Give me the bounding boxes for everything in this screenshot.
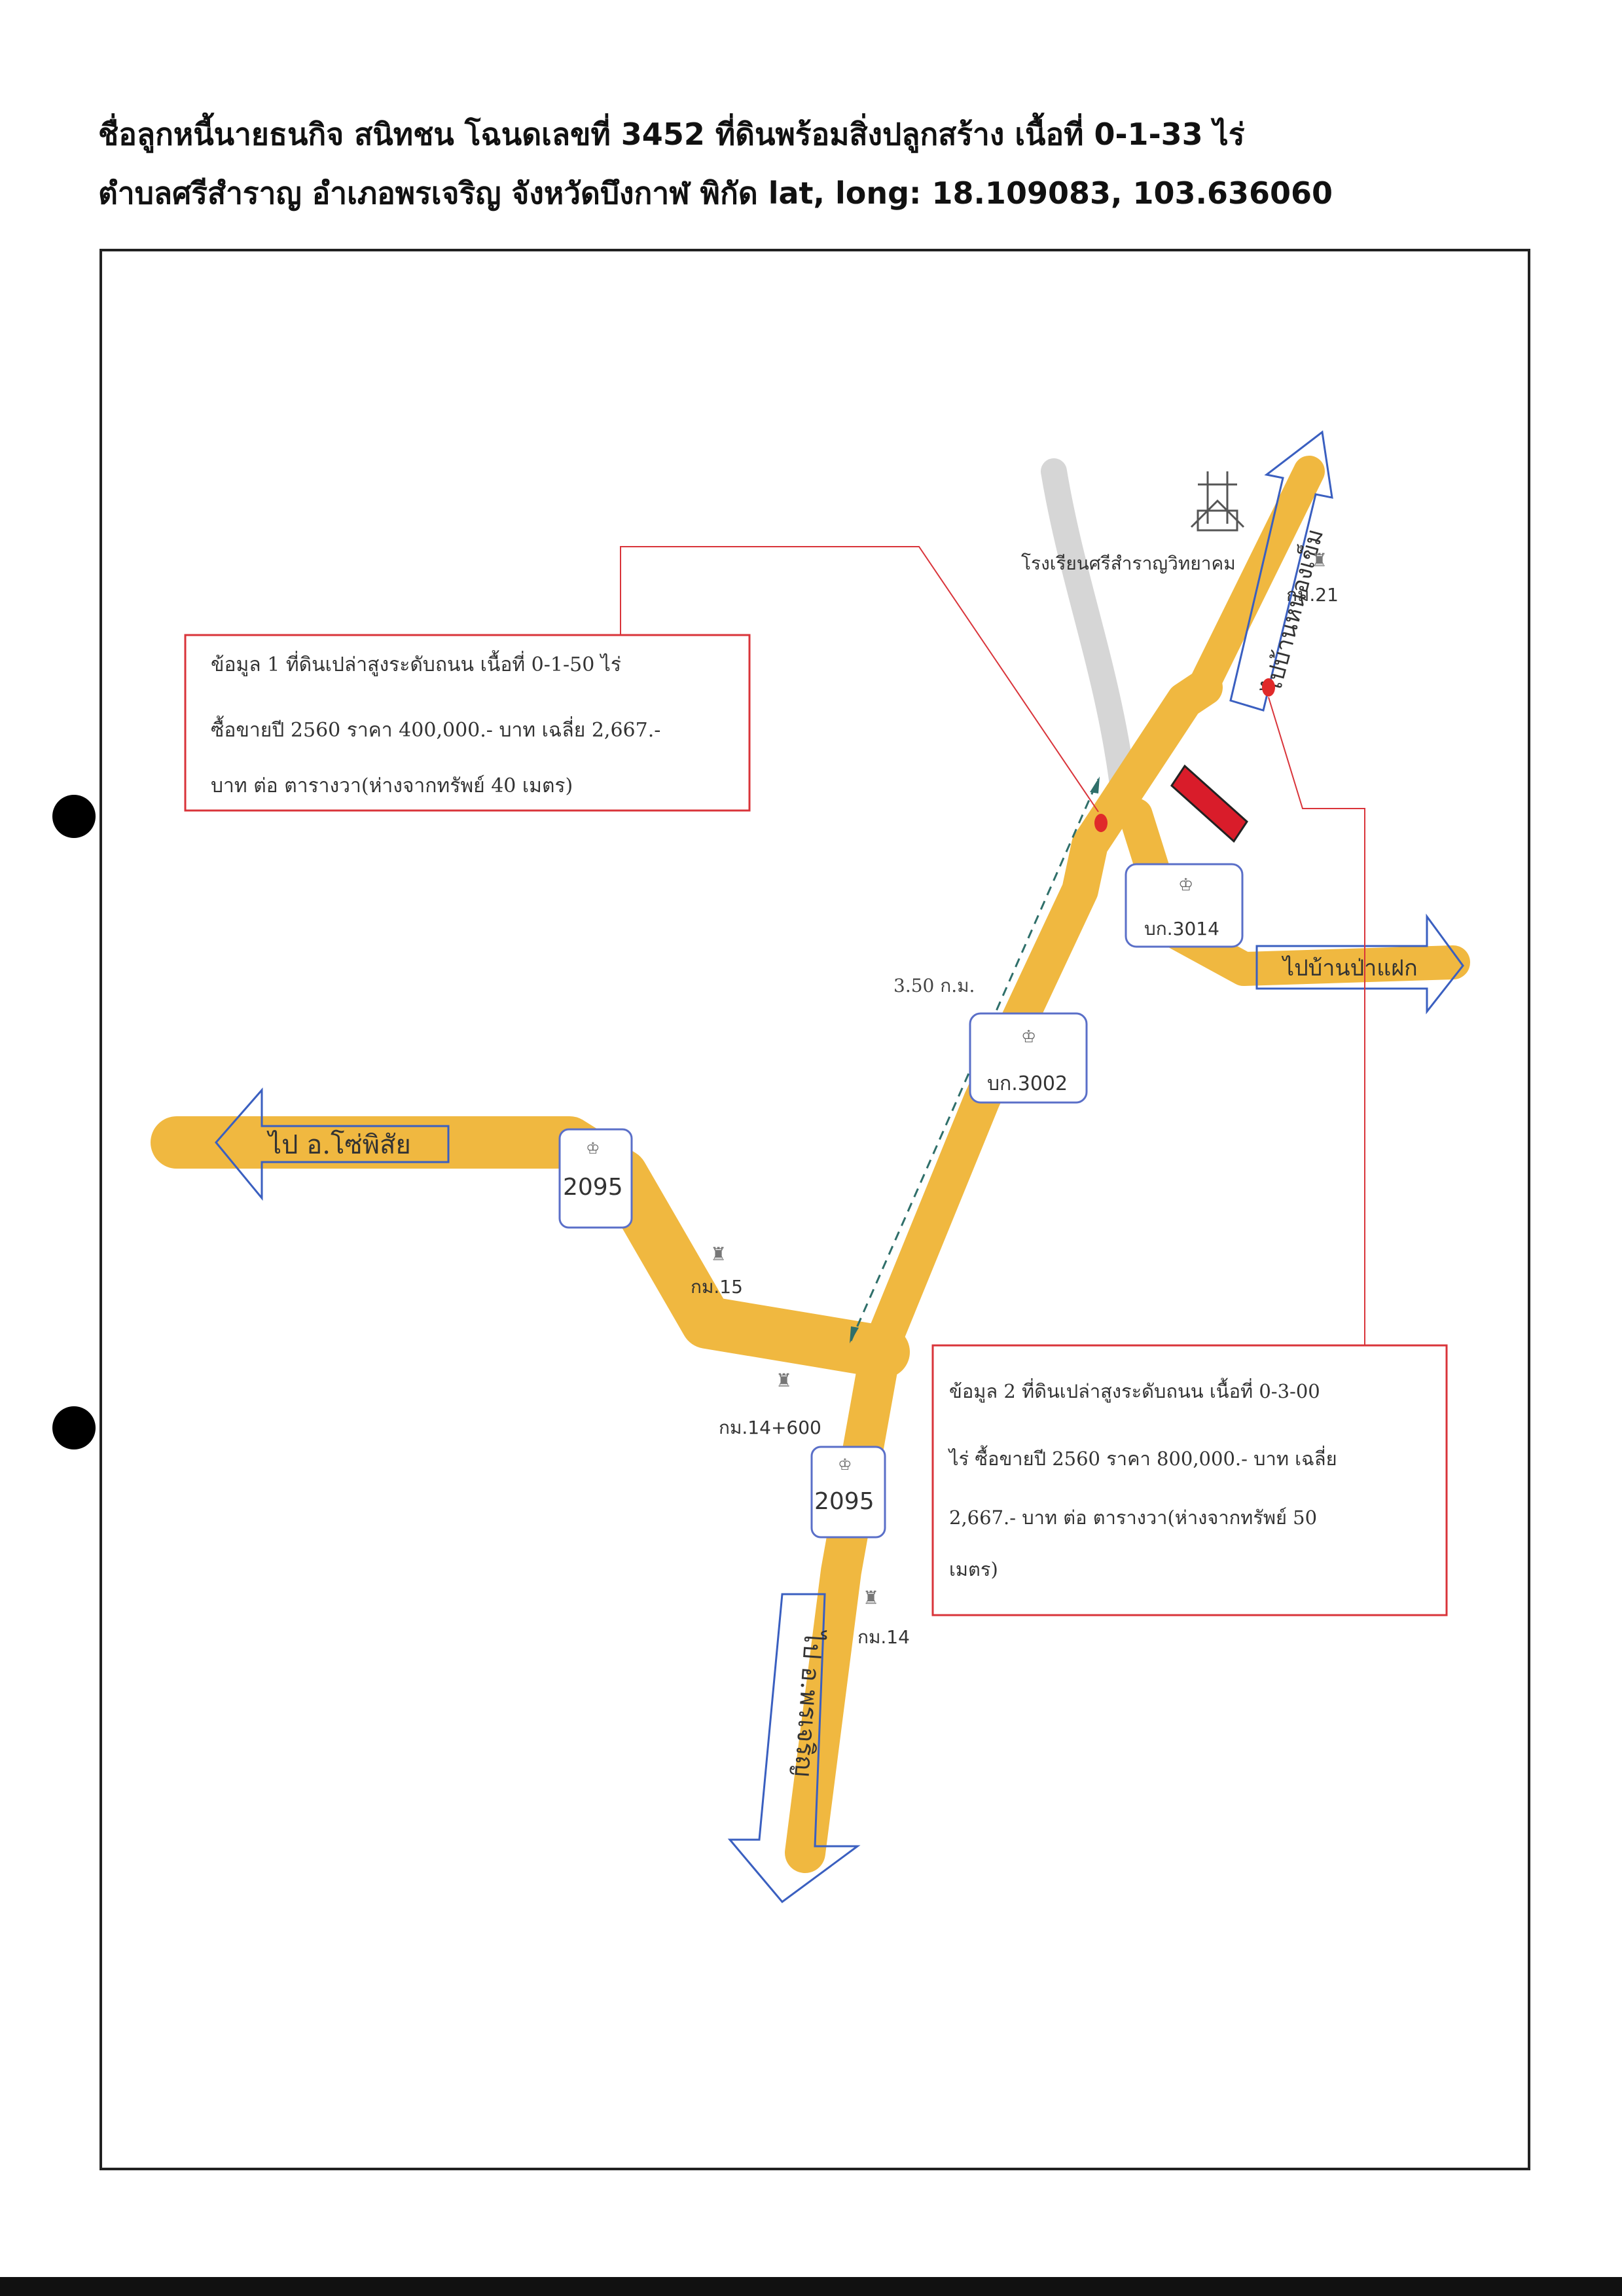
arrow-east — [1255, 913, 1464, 1015]
comparable-2-line-2: ไร่ ซื้อขายปี 2560 ราคา 800,000.- บาท เฉ… — [948, 1445, 1337, 1470]
route-marker-3002-label: บก.3002 — [987, 1072, 1068, 1095]
scan-bottom-edge — [0, 2277, 1622, 2296]
arrow-west — [215, 1087, 450, 1201]
route-marker-2095-south-label: 2095 — [814, 1488, 874, 1515]
route-marker-3002: ♔ บก.3002 — [969, 1012, 1088, 1104]
route-marker-2095-west-label: 2095 — [563, 1174, 623, 1201]
km-post-icon: ♜ — [710, 1243, 727, 1265]
school-icon — [1190, 471, 1245, 532]
subject-property-parcel — [1170, 764, 1248, 843]
comparable-2-line-1: ข้อมูล 2 ที่ดินเปล่าสูงระดับถนน เนื้อที่… — [949, 1377, 1320, 1403]
school-label: โรงเรียนศรีสำราญวิทยาคม — [1021, 553, 1236, 574]
comparable-1-pin — [1094, 814, 1108, 832]
route-marker-2095-south: ♔ 2095 — [810, 1446, 886, 1539]
arrow-north — [1229, 430, 1333, 712]
comparable-2-pin — [1262, 678, 1275, 697]
comparable-1-line-2: ซื้อขายปี 2560 ราคา 400,000.- บาท เฉลี่ย… — [211, 716, 660, 742]
comparable-1-box: ข้อมูล 1 ที่ดินเปล่าสูงระดับถนน เนื้อที่… — [184, 634, 751, 812]
route-marker-3014-label: บก.3014 — [1144, 918, 1219, 939]
comparable-2-box: ข้อมูล 2 ที่ดินเปล่าสูงระดับถนน เนื้อที่… — [931, 1344, 1448, 1616]
comparable-1-leader-line — [620, 546, 1099, 812]
distance-arrow-head-top — [1090, 776, 1100, 793]
km-post-icon: ♜ — [776, 1370, 792, 1391]
header-line-2: ตำบลศรีสำราญ อำเภอพรเจริญ จังหวัดบึงกาฬ … — [98, 175, 1333, 211]
route-marker-shield-icon: ♔ — [838, 1455, 852, 1474]
location-map-frame — [99, 249, 1530, 2170]
km-post-icon: ♜ — [863, 1587, 879, 1609]
distance-label: 3.50 ก.ม. — [893, 975, 975, 996]
route-marker-3014: ♔ บก.3014 — [1125, 863, 1244, 948]
km-post-14-label: กม.14 — [857, 1626, 910, 1648]
direction-label-east: ไปบ้านป่าแฝก — [1281, 955, 1418, 981]
comparable-2-leader-line — [1268, 697, 1365, 1345]
comparable-2-line-4: เมตร) — [949, 1558, 998, 1580]
punch-hole-bottom — [52, 1406, 96, 1449]
road-south-2095 — [785, 1332, 901, 1873]
road-north — [1185, 456, 1325, 706]
distance-arrow-head-bottom — [850, 1326, 859, 1343]
minor-road — [1041, 458, 1139, 825]
header-line-1: ชื่อลูกหนี้นายธนกิจ สนิทชน โฉนดเลขที่ 34… — [98, 117, 1245, 152]
direction-label-west: ไป อ.โซ่พิสัย — [266, 1130, 411, 1160]
comparable-1-line-3: บาท ต่อ ตารางวา(ห่างจากทรัพย์ 40 เมตร) — [211, 774, 573, 797]
km-post-14-600-label: กม.14+600 — [719, 1417, 821, 1438]
comparable-2-line-3: 2,667.- บาท ต่อ ตารางวา(ห่างจากทรัพย์ 50 — [949, 1506, 1317, 1529]
comparable-1-line-1: ข้อมูล 1 ที่ดินเปล่าสูงระดับถนน เนื้อที่… — [211, 650, 621, 676]
route-marker-shield-icon: ♔ — [586, 1139, 600, 1157]
km-post-icon: ♜ — [1311, 549, 1327, 571]
km-post-15-label: กม.15 — [691, 1276, 743, 1298]
punch-hole-top — [52, 795, 96, 838]
arrow-south — [727, 1593, 861, 1904]
document-header: ชื่อลูกหนี้นายธนกิจ สนิทชน โฉนดเลขที่ 34… — [98, 105, 1538, 223]
route-marker-shield-icon: ♔ — [1178, 875, 1193, 895]
route-marker-2095-west: ♔ 2095 — [558, 1128, 633, 1229]
road-west-2095 — [151, 1116, 910, 1378]
route-marker-shield-icon: ♔ — [1021, 1027, 1036, 1047]
km-post-21-label: กม.21 — [1286, 584, 1339, 606]
